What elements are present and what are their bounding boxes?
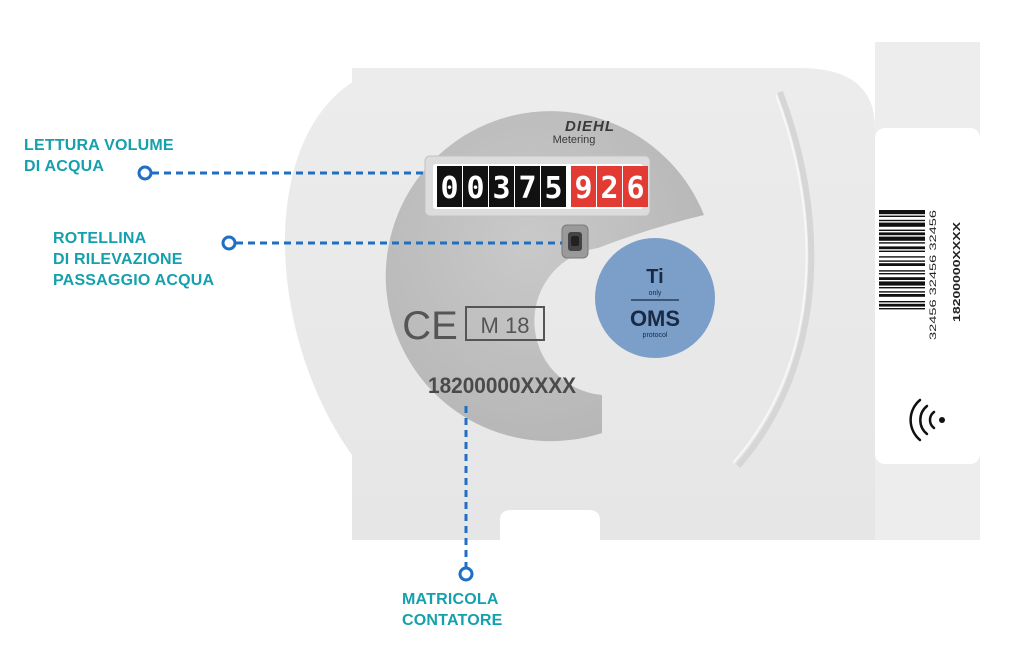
counter-black-digit: 7 bbox=[518, 171, 536, 206]
barcode-bar bbox=[879, 308, 925, 310]
leader-lines bbox=[137, 165, 562, 582]
barcode: 32456 32456 32456 18200000XXXX bbox=[879, 210, 963, 340]
barcode-bar bbox=[879, 260, 925, 262]
barcode-bar bbox=[879, 210, 925, 215]
barcode-bar bbox=[879, 277, 925, 280]
callout-volume-line1: LETTURA VOLUME bbox=[24, 137, 174, 154]
badge-oms: OMS bbox=[630, 306, 680, 331]
metrology-class-box bbox=[465, 306, 545, 341]
barcode-bar bbox=[879, 281, 925, 286]
counter-black-digit: 5 bbox=[544, 171, 562, 206]
barcode-bar bbox=[879, 270, 925, 272]
barcode-bar bbox=[879, 273, 925, 275]
barcode-bar bbox=[879, 229, 925, 231]
counter-red-digit: 2 bbox=[600, 171, 618, 206]
counter-black-digit-cell bbox=[515, 166, 540, 207]
counter-red-digit-cell bbox=[623, 166, 648, 207]
badge-only: only bbox=[649, 290, 662, 297]
nfc-wireless-icon bbox=[909, 398, 945, 442]
barcode-bar bbox=[879, 294, 925, 297]
metrology-class: M 18 bbox=[481, 313, 530, 338]
counter-red-digit: 9 bbox=[574, 171, 592, 206]
ce-mark: CE bbox=[402, 304, 458, 348]
barcode-bar bbox=[879, 256, 925, 258]
barcode-bar bbox=[879, 232, 925, 236]
callout-volume-reading: LETTURA VOLUME DI ACQUA bbox=[24, 135, 174, 177]
callout-wheel-line3: PASSAGGIO ACQUA bbox=[53, 272, 215, 289]
counter-black-digit-cell bbox=[463, 166, 488, 207]
flow-detection-wheel bbox=[561, 224, 589, 259]
barcode-bar bbox=[879, 236, 925, 241]
barcode-bar bbox=[879, 287, 925, 289]
barcode-numbers: 32456 32456 32456 bbox=[928, 210, 938, 340]
callout-serial-line2: CONTATORE bbox=[402, 612, 503, 629]
badge-protocol: protocol bbox=[643, 332, 668, 339]
counter-red-digit-cell bbox=[597, 166, 622, 207]
barcode-bar bbox=[879, 222, 925, 227]
callout-wheel-line1: ROTELLINA bbox=[53, 230, 147, 247]
oms-badge: Ti only OMS protocol bbox=[595, 238, 715, 358]
barcode-bar bbox=[879, 250, 925, 252]
counter-black-digit-cell bbox=[541, 166, 566, 207]
counter-red-digit: 6 bbox=[626, 171, 644, 206]
counter-black-digit: 0 bbox=[440, 171, 458, 206]
callout-serial-line1: MATRICOLA bbox=[402, 591, 499, 608]
barcode-bar bbox=[879, 291, 925, 293]
counter-black-digit-cell bbox=[489, 166, 514, 207]
barcode-serial: 18200000XXXX bbox=[952, 222, 963, 322]
callout-serial: MATRICOLA CONTATORE bbox=[402, 589, 502, 631]
meter-serial: 18200000XXXX bbox=[428, 373, 576, 398]
brand-subtitle: Metering bbox=[553, 134, 596, 146]
barcode-bar bbox=[879, 219, 925, 222]
badge-ti: Ti bbox=[646, 266, 663, 288]
counter-black-digit: 0 bbox=[466, 171, 484, 206]
barcode-bar bbox=[879, 303, 925, 307]
barcode-bar bbox=[879, 263, 925, 266]
callout-flow-wheel: ROTELLINA DI RILEVAZIONE PASSAGGIO ACQUA bbox=[53, 228, 214, 291]
counter-black-digit: 3 bbox=[492, 171, 510, 206]
barcode-bar bbox=[879, 242, 925, 244]
counter-red-digit-cell bbox=[571, 166, 596, 207]
callout-volume-line2: DI ACQUA bbox=[24, 158, 105, 175]
barcode-bar bbox=[879, 246, 925, 250]
brand-logo: DIEHL bbox=[565, 118, 615, 135]
counter-black-digit-cell bbox=[437, 166, 462, 207]
barcode-bar bbox=[879, 301, 925, 303]
callout-wheel-line2: DI RILEVAZIONE bbox=[53, 251, 183, 268]
barcode-bar bbox=[879, 215, 925, 217]
